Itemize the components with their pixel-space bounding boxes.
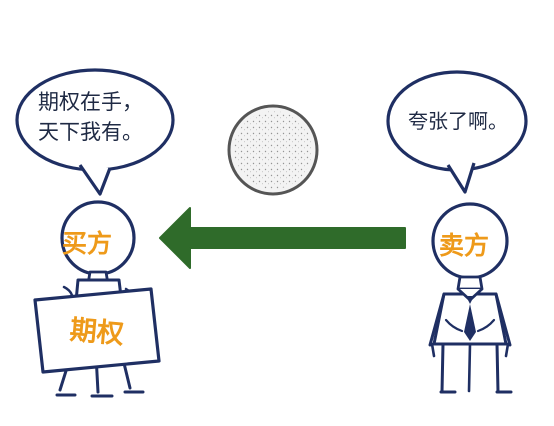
left-bubble-text: 期权在手， 天下我有。 [38, 87, 143, 147]
left-bubble-line-1: 期权在手， [38, 90, 143, 114]
option-sign [33, 287, 161, 374]
left-arrow-icon [159, 207, 406, 269]
seller-figure [428, 202, 513, 394]
option-sign-label: 期权 [68, 314, 125, 351]
seller-label: 卖方 [439, 231, 490, 260]
buyer-figure [33, 200, 161, 398]
left-bubble-line-2: 天下我有。 [38, 120, 143, 144]
right-speech-bubble [386, 70, 528, 194]
right-bubble-text: 夸张了啊。 [408, 109, 508, 133]
coin-icon [227, 104, 319, 196]
left-speech-bubble [15, 68, 175, 196]
buyer-label: 买方 [62, 229, 113, 258]
